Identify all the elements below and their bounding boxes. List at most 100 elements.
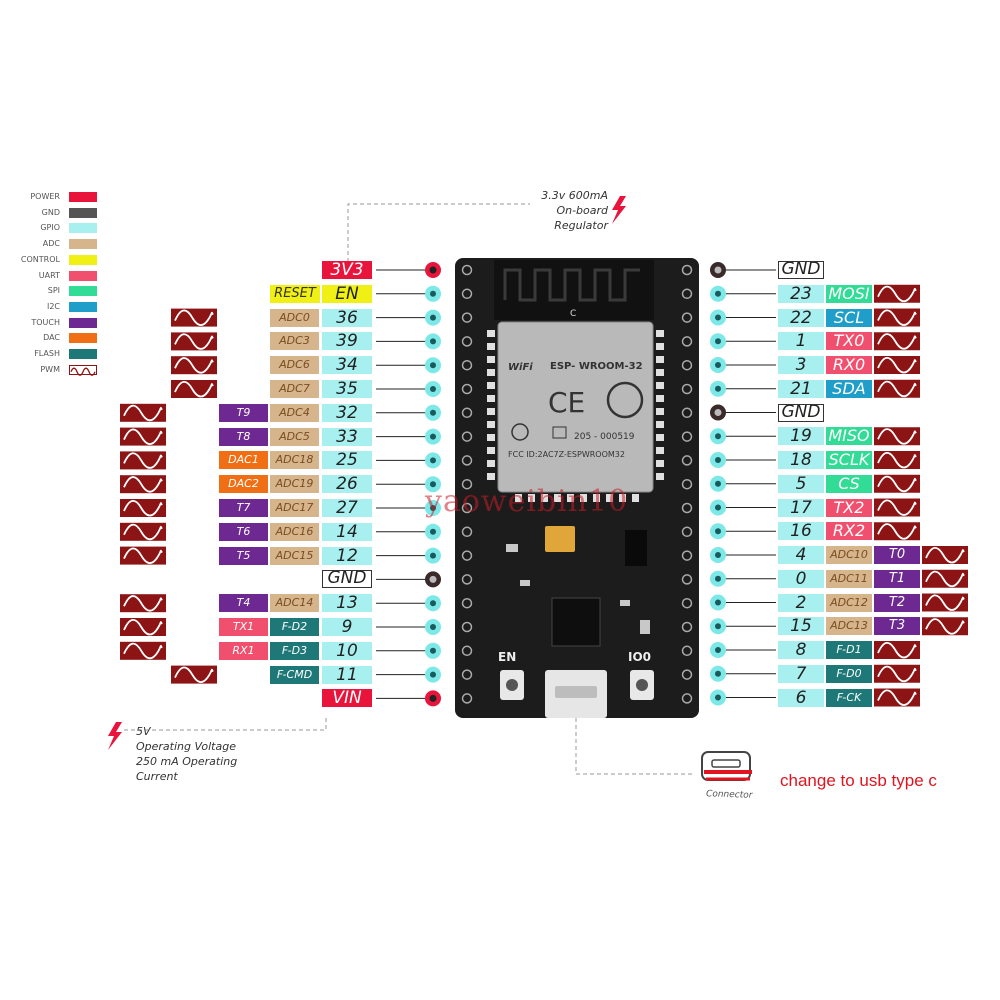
header-hole — [681, 597, 693, 609]
header-hole — [681, 574, 693, 585]
gpio-dot-core — [715, 504, 721, 511]
right-pin-4: 4 — [778, 546, 824, 564]
pwm-wave-icon — [874, 451, 920, 469]
pwm-wave-icon — [171, 332, 217, 351]
header-hole — [681, 478, 693, 490]
pwm-wave-icon — [874, 379, 920, 398]
pwm-wave-icon — [120, 522, 166, 541]
pwm-wave-icon — [922, 617, 968, 636]
regulator-ic — [625, 530, 647, 566]
power-dot-core — [429, 694, 437, 702]
legend-swatch-adc — [69, 239, 97, 250]
right-pin-gnd: GND — [778, 261, 824, 279]
right-pin-19: 19 — [778, 427, 824, 446]
connector-label: Connector — [705, 789, 753, 801]
header-hole — [461, 502, 473, 514]
legend-swatch-pwm — [69, 364, 97, 375]
right-pin-16: 16 — [778, 522, 824, 541]
module-pad — [515, 494, 522, 502]
header-hole — [681, 621, 693, 633]
wifi-logo: WiFi — [508, 362, 533, 373]
gpio-dot-core — [430, 528, 436, 535]
gpio-dot-core — [430, 552, 436, 559]
pwm-wave-icon — [874, 522, 920, 541]
module-pad — [580, 494, 587, 502]
right-pin-6: 6 — [778, 688, 824, 707]
header-hole — [461, 574, 473, 585]
module-pad — [656, 473, 664, 480]
right-func-cs: CS — [826, 474, 872, 493]
left-pin-27: 27 — [322, 499, 372, 517]
en-button-cap — [506, 679, 518, 691]
gpio-dot-core — [430, 481, 436, 488]
left-func-adc19: ADC19 — [270, 475, 319, 494]
pwm-wave-icon — [922, 546, 968, 564]
gpio-dot-core — [715, 528, 721, 535]
left-pin-34: 34 — [322, 356, 372, 375]
left-func-adc6: ADC6 — [270, 356, 319, 375]
pwm-wave-icon — [874, 284, 920, 303]
header-hole — [681, 312, 693, 323]
module-pad — [656, 382, 664, 389]
vin-line-2: Operating Voltage — [136, 740, 236, 753]
left-pin-39: 39 — [322, 332, 372, 351]
gpio-dot-core — [715, 647, 721, 653]
pwm-wave-icon — [171, 308, 217, 327]
legend-swatch-gpio — [69, 223, 97, 234]
module-pad — [656, 356, 664, 363]
legend-swatch-gnd — [69, 207, 97, 218]
gnd-dot-core — [429, 575, 437, 583]
pwm-wave-icon — [120, 546, 166, 565]
header-hole — [681, 288, 693, 300]
right-func-adc13: ADC13 — [826, 617, 872, 636]
header-hole — [681, 383, 693, 395]
module-pad — [656, 369, 664, 376]
lightning-icon-vin — [108, 722, 122, 750]
shield-can-edge — [497, 321, 654, 493]
espressif-icon — [606, 381, 644, 419]
right-func-rx0: RX0 — [826, 356, 872, 374]
legend-label-flash: FLASH — [34, 349, 60, 358]
module-pad — [656, 395, 664, 402]
gpio-dot-core — [715, 433, 721, 440]
header-hole — [461, 359, 473, 371]
header-hole — [681, 502, 693, 514]
gpio-dot-core — [715, 623, 721, 630]
gpio-dot-core — [430, 433, 436, 440]
right-func-t0: T0 — [874, 546, 920, 564]
io0-button-cap — [636, 679, 648, 691]
usb-connector-icon-port — [711, 759, 741, 768]
pwm-wave-icon — [120, 499, 166, 517]
right-pin-gnd: GND — [778, 403, 824, 422]
module-pad — [656, 434, 664, 441]
legend-label-power: POWER — [30, 192, 60, 201]
gpio-dot-core — [715, 362, 721, 368]
module-pad — [487, 330, 495, 337]
shield-can — [498, 322, 653, 492]
pwm-wave-icon — [922, 569, 968, 588]
module-pad — [606, 494, 613, 502]
vin-line-1: 5V — [136, 725, 151, 738]
module-pad — [632, 494, 639, 502]
gpio-dot-core — [430, 671, 436, 678]
module-pad — [656, 343, 664, 350]
header-hole — [461, 669, 473, 680]
right-func-mosi: MOSI — [826, 284, 872, 303]
gpio-dot-core — [430, 624, 436, 630]
gpio-dot-core — [430, 386, 436, 392]
left-pin-vin: VIN — [322, 689, 372, 708]
gpio-dot-core — [715, 314, 721, 321]
right-pin-17: 17 — [778, 498, 824, 517]
pwm-wave-icon — [120, 475, 166, 494]
right-func-sclk: SCLK — [826, 451, 872, 469]
right-pin-0: 0 — [778, 569, 824, 588]
left-pin-14: 14 — [322, 522, 372, 541]
regulator-line-2: On-board — [556, 204, 608, 217]
smd-component — [640, 620, 650, 634]
left-func-t8: T8 — [219, 427, 268, 446]
pwm-wave-icon — [874, 308, 920, 327]
vin-note: 5V Operating Voltage 250 mA Operating Cu… — [136, 724, 237, 784]
gpio-dot-core — [715, 670, 721, 677]
